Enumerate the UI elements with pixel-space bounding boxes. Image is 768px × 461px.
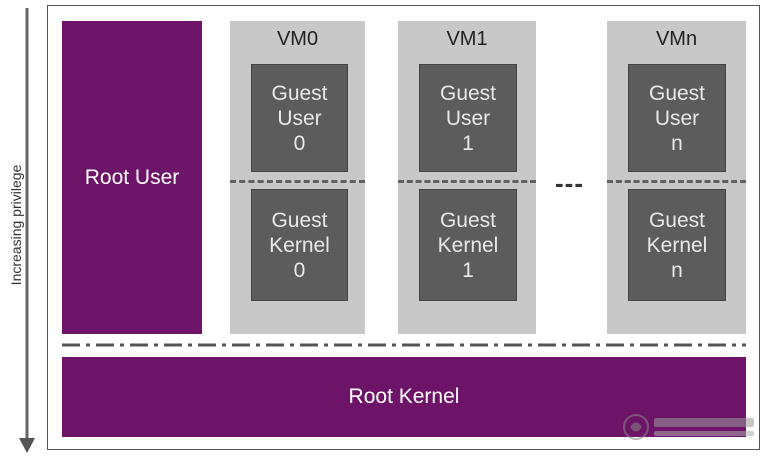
vm-separator-0 <box>230 180 365 183</box>
guest-user-box: Guest User n <box>628 64 726 172</box>
vm-box-n: VMn Guest User n Guest Kernel n <box>607 21 746 334</box>
ellipsis: --- <box>555 168 584 198</box>
root-kernel-box: Root Kernel <box>62 357 746 437</box>
root-user-box: Root User <box>62 21 202 334</box>
guest-kernel-box: Guest Kernel 0 <box>251 189 348 301</box>
vm-box-0: VM0 Guest User 0 Guest Kernel 0 <box>230 21 365 334</box>
vm-box-1: VM1 Guest User 1 Guest Kernel 1 <box>398 21 536 334</box>
root-kernel-label: Root Kernel <box>348 385 460 408</box>
vm-title: VM1 <box>446 28 488 50</box>
root-user-label: Root User <box>84 165 180 189</box>
guest-user-box: Guest User 1 <box>419 64 517 172</box>
guest-user-box: Guest User 0 <box>251 64 348 172</box>
vm-title: VM0 <box>276 28 319 50</box>
watermark-icon <box>623 414 754 440</box>
watermark-logo <box>620 412 760 442</box>
guest-kernel-box: Guest Kernel 1 <box>419 189 517 301</box>
vm-separator-1 <box>398 180 536 183</box>
vm-separator-n <box>607 180 746 183</box>
guest-kernel-box: Guest Kernel n <box>628 189 726 301</box>
vm-title: VMn <box>655 28 698 50</box>
